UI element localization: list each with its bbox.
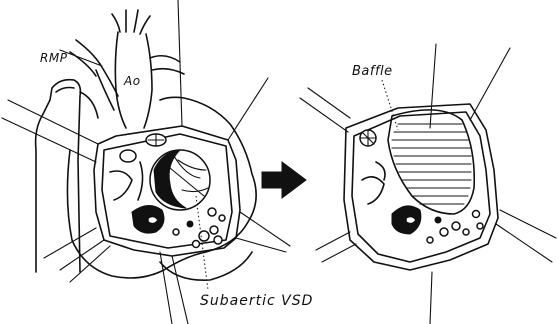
left-heart-before-repair	[2, 0, 290, 324]
subaortic-vsd-label: Subaertic VSD	[200, 293, 313, 309]
aorta-label: Ao	[124, 74, 141, 88]
rmp-label: RMP	[40, 51, 67, 65]
right-heart-after-repair	[300, 44, 556, 324]
baffle-label: Baffle	[352, 64, 393, 79]
right-arrow-icon	[262, 162, 306, 198]
